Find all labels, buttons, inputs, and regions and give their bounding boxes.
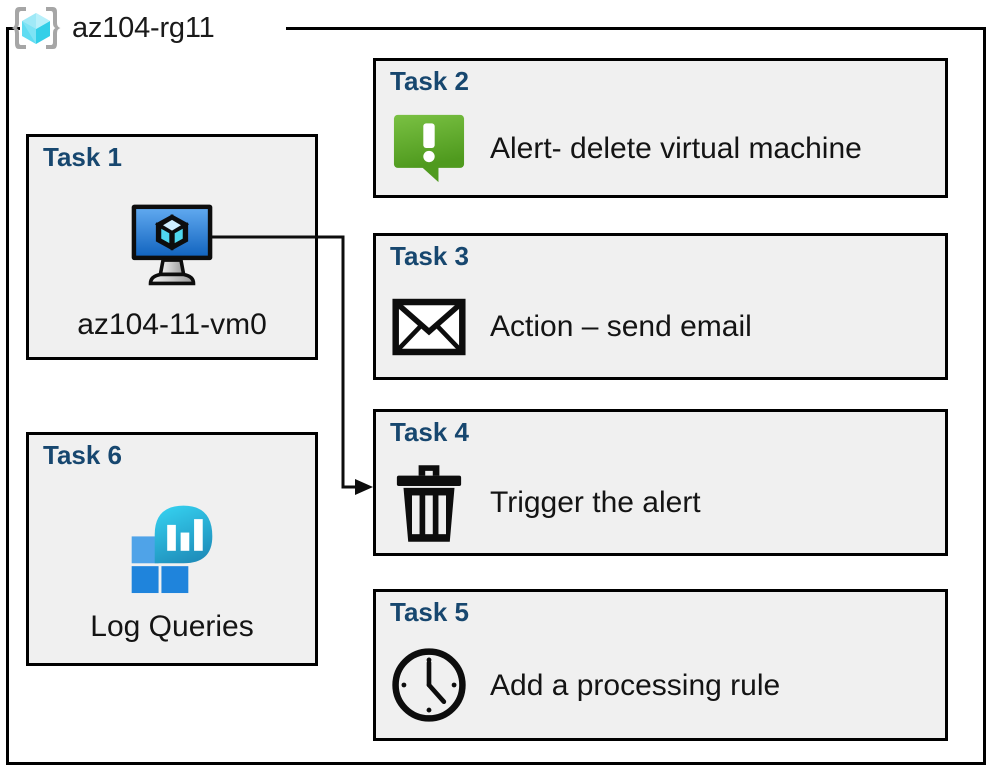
card-task4[interactable]: Task 4 Trigger the alert [373, 409, 948, 556]
alert-green-speech-bubble-icon [390, 109, 468, 187]
card-task3-body: Action – send email [390, 280, 935, 373]
card-task5[interactable]: Task 5 Add a processing rule [373, 589, 948, 741]
card-task4-title: Task 4 [390, 417, 470, 447]
trash-can-icon [390, 464, 468, 542]
log-analytics-icon [122, 496, 222, 596]
card-task4-body: Trigger the alert [390, 456, 935, 549]
card-task2-label: Alert- delete virtual machine [490, 131, 862, 165]
resource-group-name: az104-rg11 [72, 11, 215, 44]
card-task2-title: Task 2 [390, 66, 470, 96]
resource-group-label-gap [20, 12, 286, 44]
card-task6-body: Log Queries [29, 481, 315, 657]
card-task3-title: Task 3 [390, 241, 470, 271]
card-task5-label: Add a processing rule [490, 668, 781, 702]
card-task4-label: Trigger the alert [490, 486, 701, 519]
clock-icon [390, 646, 468, 724]
card-task5-title: Task 5 [390, 597, 470, 627]
card-task6-label: Log Queries [90, 609, 254, 643]
card-task2[interactable]: Task 2 Alert- delete virtual machin [373, 58, 948, 198]
virtual-machine-monitor-icon [122, 194, 222, 294]
card-task1[interactable]: Task 1 [26, 134, 318, 360]
card-task6-title: Task 6 [43, 440, 123, 470]
card-task5-body: Add a processing rule [390, 636, 935, 734]
card-task3[interactable]: Task 3 Action – send email [373, 233, 948, 380]
azure-resource-group-cube-icon [10, 4, 62, 52]
envelope-icon [390, 288, 468, 366]
card-task1-body: az104-11-vm0 [29, 183, 315, 351]
resource-group-header: az104-rg11 [10, 4, 215, 52]
card-task3-label: Action – send email [490, 310, 752, 343]
card-task1-title: Task 1 [43, 142, 123, 172]
card-task1-label: az104-11-vm0 [77, 307, 267, 341]
card-task6[interactable]: Task 6 [26, 432, 318, 666]
card-task2-body: Alert- delete virtual machine [390, 105, 935, 191]
resource-group-border [6, 27, 986, 765]
